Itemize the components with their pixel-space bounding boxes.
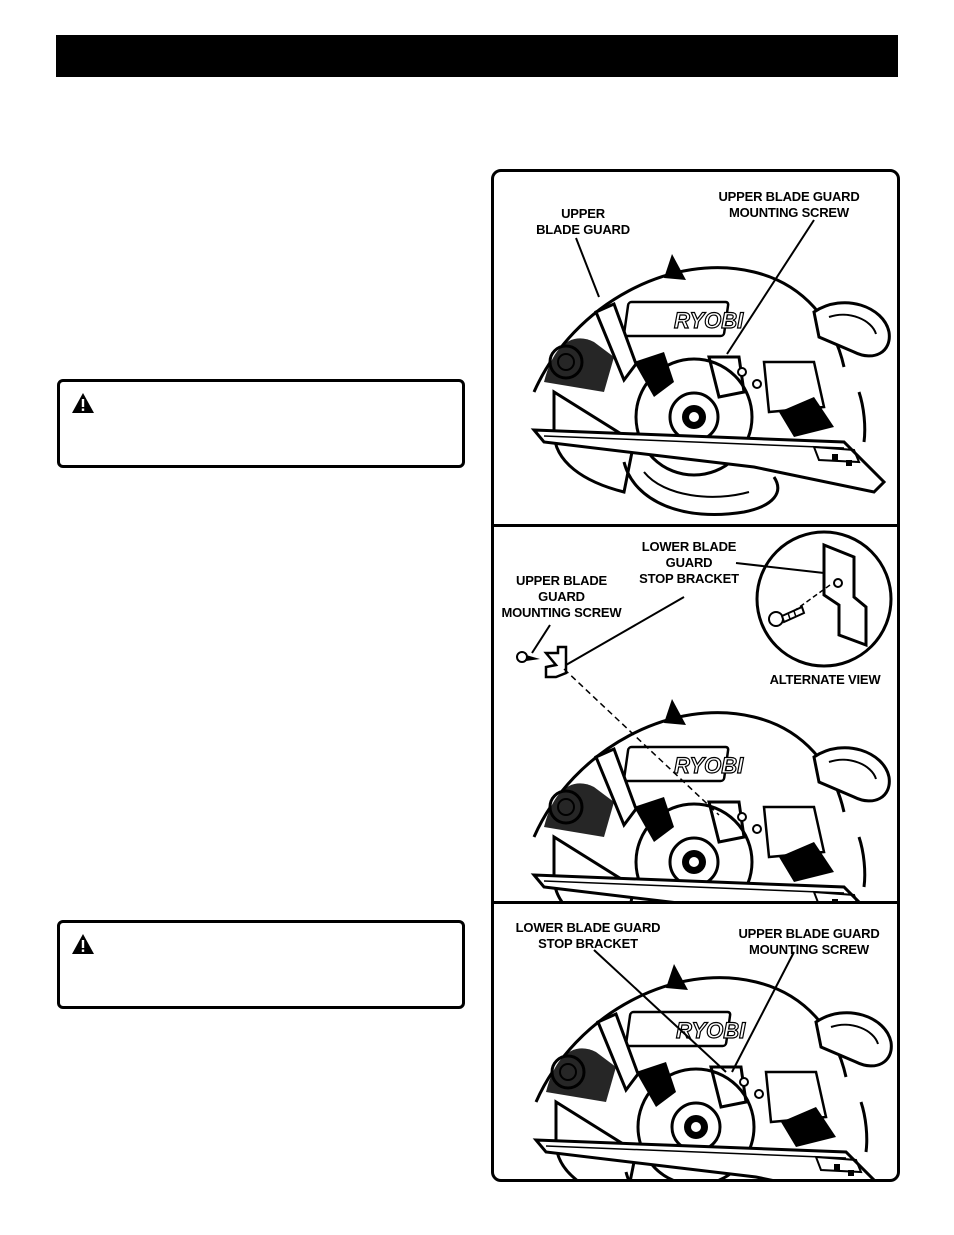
figure-panel-upper-blade-guard: UPPER BLADE GUARD UPPER BLADE GUARD MOUN… [494,172,897,524]
circular-saw-exploded-illustration [516,530,893,901]
label-upper-blade-guard-mounting-screw: UPPER BLADE GUARD MOUNTING SCREW [738,926,880,957]
section-header-bar [56,35,898,77]
label-upper-blade-guard-mounting-screw: UPPER BLADE GUARD MOUNTING SCREW [501,573,622,620]
screw-icon [516,651,540,663]
label-alternate-view: ALTERNATE VIEW [769,672,881,687]
circular-saw-installed-illustration [534,949,893,1179]
label-upper-blade-guard-mounting-screw: UPPER BLADE GUARD MOUNTING SCREW [718,189,860,220]
label-lower-blade-guard-stop-bracket: LOWER BLADE GUARD STOP BRACKET [515,920,661,951]
figure-panel-stop-bracket-install: LOWER BLADE GUARD STOP BRACKET UPPER BLA… [494,527,897,901]
warning-triangle-icon [72,934,94,954]
circular-saw-illustration [532,219,891,517]
label-lower-blade-guard-stop-bracket: LOWER BLADE GUARD STOP BRACKET [639,539,739,586]
figure-divider [494,901,897,904]
figure-panel-bracket-installed: LOWER BLADE GUARD STOP BRACKET UPPER BLA… [494,904,897,1179]
figure-divider [494,524,897,527]
stop-bracket-part [543,645,568,679]
warning-box-1 [57,379,465,468]
warning-triangle-icon [72,393,94,413]
figure-frame: UPPER BLADE GUARD UPPER BLADE GUARD MOUN… [491,169,900,1182]
screw-icon [768,605,806,627]
warning-box-2 [57,920,465,1009]
label-upper-blade-guard: UPPER BLADE GUARD [536,206,630,237]
